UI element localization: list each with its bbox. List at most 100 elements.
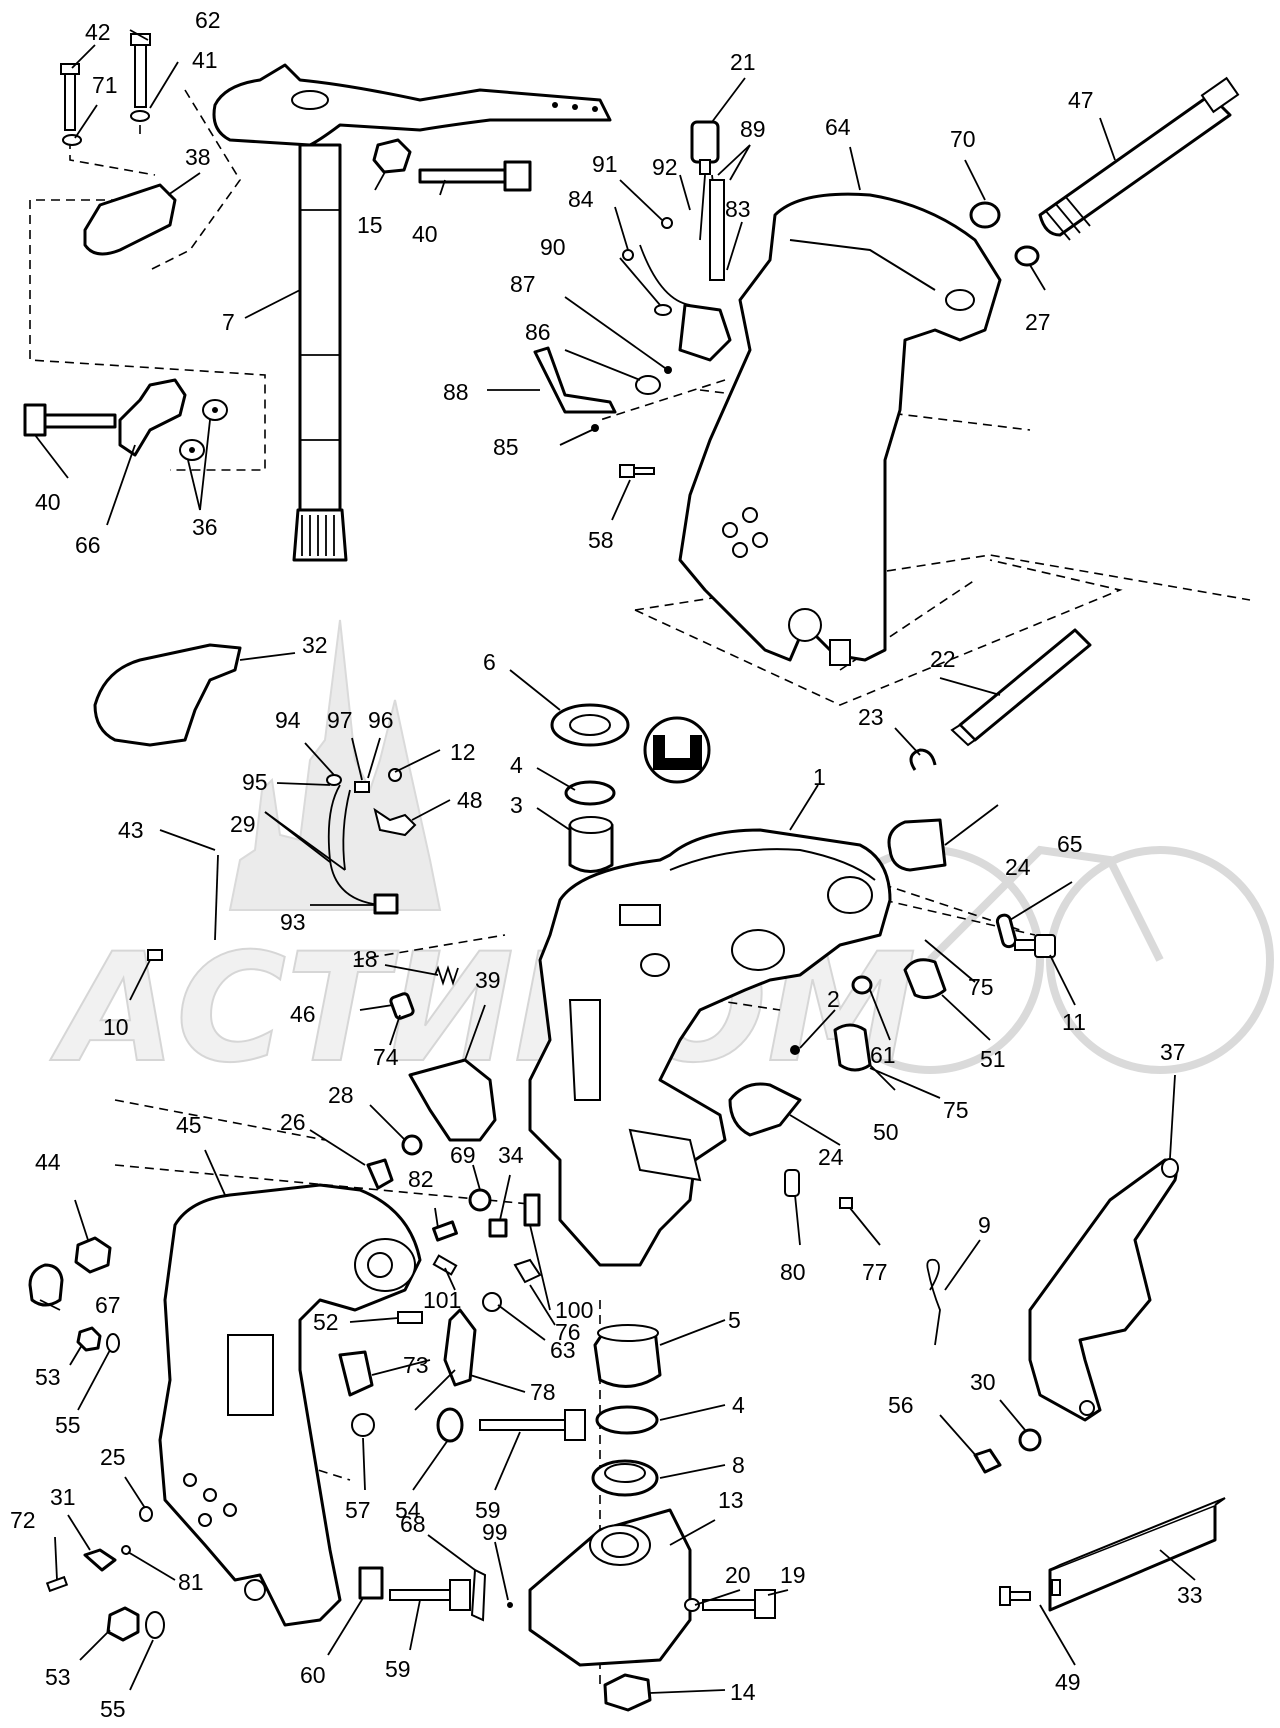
callout: 42 [85,19,111,45]
callout: 73 [403,1352,429,1378]
callout: 54 [395,1497,421,1523]
cover-32 [93,643,242,747]
callout: 65 [1057,831,1083,857]
bolt-52 [397,1311,423,1324]
stern-bracket-64 [678,192,1002,666]
spring-18 [434,965,459,986]
callout: 44 [35,1149,61,1175]
callout: 78 [530,1379,556,1405]
seal-detail-inset [643,716,711,784]
callout: 40 [35,489,61,515]
callout: 85 [493,434,519,460]
callout: 55 [55,1412,81,1438]
lever-88 [533,346,661,432]
tilt-lock-39 [408,1058,497,1142]
screw-49 [999,1586,1031,1606]
callout: 33 [1177,1582,1203,1608]
callout: 80 [780,1259,806,1285]
lever-78 [443,1308,477,1387]
bolt-11 [1014,934,1056,958]
callout: 75 [943,1097,969,1123]
callout: 51 [980,1046,1006,1072]
bushing-4-bottom [595,1405,659,1435]
bushing-4-top [564,780,616,806]
bolt-19 [702,1589,776,1619]
callout: 19 [780,1562,806,1588]
bracket-68 [470,1568,487,1622]
callout: 77 [862,1259,888,1285]
bushing-24-top [887,818,947,872]
clip-100 [523,1193,541,1227]
bolt-59-bottom [389,1579,471,1611]
plate-60 [358,1566,384,1600]
callout: 61 [870,1042,896,1068]
callout: 52 [313,1309,339,1335]
screw-72 [45,1575,69,1593]
callout: 55 [100,1696,126,1722]
callout: 4 [732,1392,745,1418]
nut-25 [139,1506,153,1522]
callout: 48 [457,787,483,813]
callout: 94 [275,707,301,733]
ring-23 [909,748,937,771]
steering-arm [212,63,612,147]
nut-53-bottom [106,1606,140,1642]
callout: 82 [408,1166,434,1192]
callout: 32 [302,632,328,658]
washer-55-bottom [145,1611,165,1639]
callout: 68 [400,1511,426,1537]
callout: 71 [92,72,118,98]
callout: 28 [328,1082,354,1108]
callout: 90 [540,234,566,260]
clip-80 [784,1169,800,1197]
pin-2 [790,1045,800,1055]
trim-switch-21 [622,120,732,374]
callout: 75 [968,974,994,1000]
callout: 24 [1005,854,1031,880]
bushing-50 [833,1023,872,1072]
bushing-3 [568,816,614,873]
callout: 13 [718,1487,744,1513]
callout: 56 [888,1392,914,1418]
callout: 2 [827,986,840,1012]
callout: 1 [813,764,826,790]
callout: 62 [195,7,221,33]
callout: 58 [588,527,614,553]
pin-99 [507,1602,513,1608]
callout: 34 [498,1142,524,1168]
tilt-tube-47 [1038,76,1240,241]
washer-69 [468,1188,492,1212]
callout: 93 [280,909,306,935]
bushing-5 [593,1324,662,1388]
leader-lines [34,29,1196,1694]
pin-22 [950,628,1092,747]
callout: 86 [525,319,551,345]
callout: 20 [725,1562,751,1588]
bolt-76 [513,1258,542,1284]
callout: 69 [450,1142,476,1168]
callout: 3 [510,792,523,818]
bushing-57 [351,1413,375,1437]
callout: 37 [1160,1039,1186,1065]
washer-55-top [106,1333,120,1353]
link-65 [995,913,1018,949]
callout: 87 [510,271,536,297]
callout: 10 [103,1014,129,1040]
callout: 30 [970,1369,996,1395]
callout: 23 [858,704,884,730]
callout: 21 [730,49,756,75]
callout: 88 [443,379,469,405]
callout: 100 [555,1297,593,1323]
bolt-59-top [479,1409,586,1441]
callout: 47 [1068,87,1094,113]
callout: 89 [740,116,766,142]
callout: 95 [242,769,268,795]
nut-15 [372,138,412,174]
swivel-shaft [292,143,348,562]
callout: 60 [300,1662,326,1688]
callout: 64 [825,114,851,140]
swivel-bracket-1 [528,828,892,1267]
callout: 96 [368,707,394,733]
screw-58 [619,464,655,478]
